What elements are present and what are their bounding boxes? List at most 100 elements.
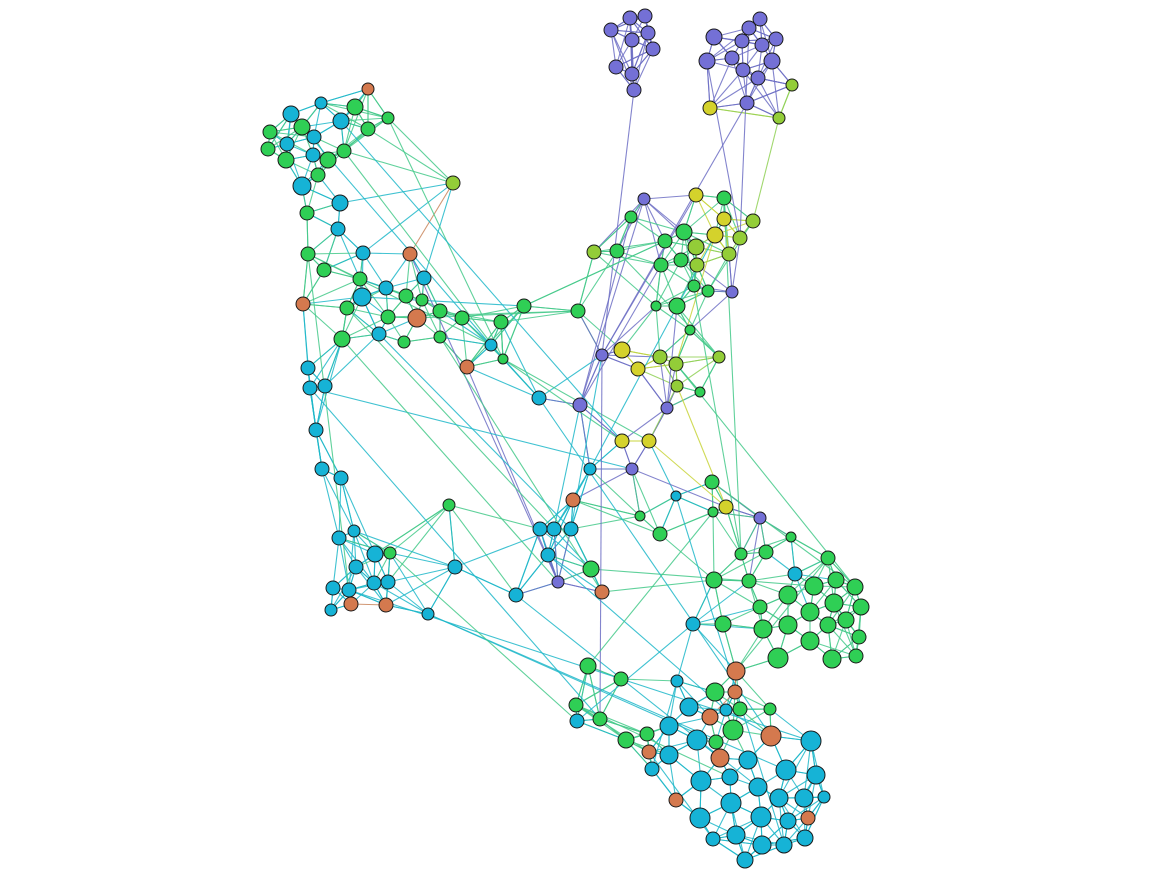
graph-edge (643, 194, 697, 200)
graph-edge (666, 305, 678, 409)
graph-node-green (570, 303, 586, 319)
graph-edge (378, 333, 572, 530)
graph-node-purple (624, 66, 640, 82)
graph-node-orange (402, 246, 418, 262)
graph-node-cyan (705, 831, 721, 847)
graph-edge (427, 566, 456, 615)
graph-edge (648, 440, 727, 508)
graph-edge (454, 566, 517, 596)
graph-node-green (763, 702, 777, 716)
graph-edge (631, 468, 661, 535)
graph-node-orange (710, 748, 730, 768)
graph-node-green (675, 223, 693, 241)
graph-node-cyan (644, 761, 660, 777)
graph-node-green (262, 124, 278, 140)
graph-edge (675, 495, 714, 513)
graph-node-green (752, 599, 768, 615)
graph-node-purple (603, 22, 619, 38)
graph-node-orange (701, 708, 719, 726)
graph-node-orange (760, 725, 782, 747)
graph-node-cyan (366, 575, 382, 591)
graph-node-green (848, 648, 864, 664)
graph-node-cyan (348, 559, 364, 575)
graph-edge (439, 336, 603, 593)
graph-edge (515, 528, 541, 596)
graph-edge (309, 338, 343, 389)
graph-node-green (822, 649, 842, 669)
graph-node-cyan (686, 729, 708, 751)
graph-node-orange (565, 492, 581, 508)
graph-edge (616, 250, 720, 358)
graph-node-green (634, 510, 646, 522)
graph-node-cyan (720, 792, 742, 814)
graph-edge (631, 468, 641, 517)
graph-node-cyan (748, 777, 768, 797)
graph-node-cyan (447, 559, 463, 575)
graph-node-cyan (330, 221, 346, 237)
graph-edge (320, 88, 369, 104)
graph-edge (389, 552, 456, 568)
graph-edge (461, 317, 504, 360)
graph-node-green (432, 303, 448, 319)
graph-node-green (701, 284, 715, 298)
graph-edge (616, 198, 645, 252)
graph-node-cyan (736, 851, 754, 869)
graph-edge (421, 299, 441, 338)
graph-node-purple (763, 52, 781, 70)
graph-node-green (827, 571, 845, 589)
graph-node-purple (724, 50, 740, 66)
graph-edge (601, 194, 697, 356)
graph-node-cyan (308, 422, 324, 438)
graph-edge (746, 84, 793, 104)
graph-edge (593, 198, 645, 253)
graph-node-yellow (706, 226, 724, 244)
graph-node-green (714, 615, 732, 633)
graph-node-cyan (779, 812, 797, 830)
graph-node-green (668, 297, 686, 315)
graph-node-green (260, 141, 276, 157)
graph-edge (577, 250, 618, 312)
graph-edge (346, 307, 555, 530)
graph-edge (713, 551, 767, 581)
graph-edge (557, 528, 572, 583)
graph-edge (648, 385, 678, 442)
graph-edge (307, 252, 364, 255)
graph-node-cyan (484, 338, 498, 352)
graph-node-cyan (314, 96, 328, 110)
graph-node-cyan (332, 112, 350, 130)
graph-edge (579, 264, 662, 406)
graph-node-cyan (540, 547, 556, 563)
graph-node-green (800, 631, 820, 651)
graph-node-green (316, 262, 332, 278)
graph-edge (639, 495, 677, 517)
graph-node-cyan (305, 147, 321, 163)
graph-edge (655, 305, 661, 358)
graph-edge (374, 504, 450, 555)
graph-node-green (732, 701, 748, 717)
graph-edge (448, 504, 456, 568)
graph-node-green (708, 734, 724, 750)
graph-edge (570, 528, 603, 593)
graph-node-purple (551, 575, 565, 589)
graph-node-lime (668, 356, 684, 372)
graph-edge (553, 528, 592, 570)
graph-node-cyan (333, 470, 349, 486)
graph-node-green (741, 573, 757, 589)
graph-node-cyan (775, 759, 797, 781)
graph-edge (539, 528, 592, 570)
graph-edge (712, 511, 742, 555)
graph-node-purple (626, 82, 642, 98)
graph-edge (466, 321, 502, 368)
graph-edge (387, 566, 456, 583)
graph-node-purple (768, 31, 784, 47)
graph-edge (575, 704, 650, 753)
graph-node-cyan (806, 765, 826, 785)
graph-node-green (819, 616, 837, 634)
graph-node-purple (725, 285, 739, 299)
graph-node-yellow (718, 499, 734, 515)
graph-node-green (493, 314, 509, 330)
graph-node-orange (726, 661, 746, 681)
graph-edge (409, 182, 454, 255)
graph-edge (676, 305, 720, 358)
graph-edge (692, 606, 761, 625)
